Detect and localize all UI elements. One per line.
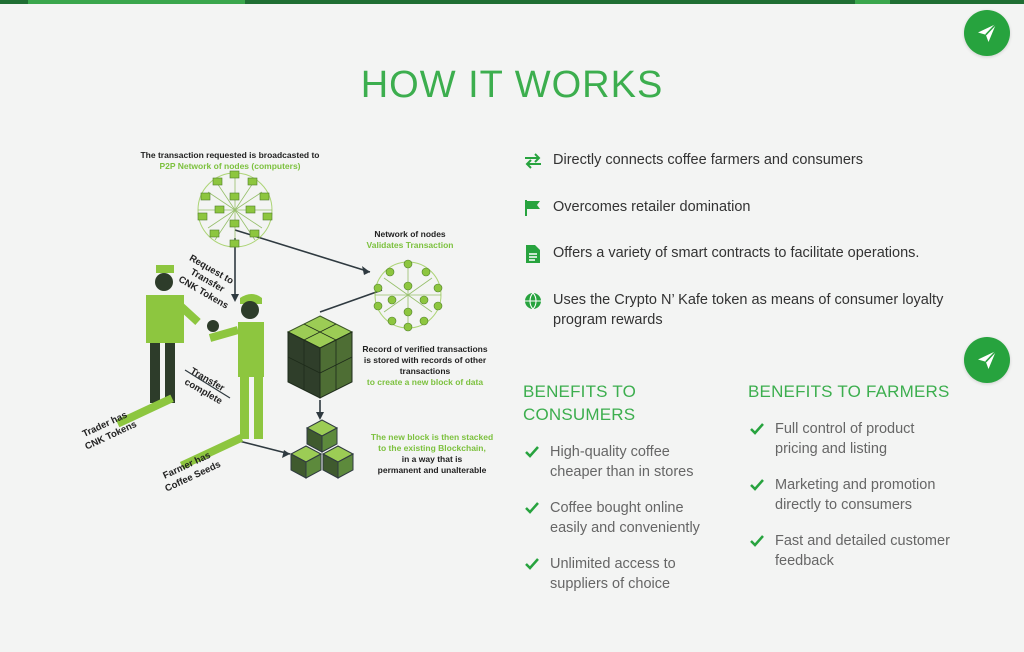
- record-text-1: Record of verified transactions: [362, 344, 487, 354]
- check-icon: [525, 446, 539, 458]
- globe-icon: [522, 290, 544, 312]
- farmers-heading: BENEFITS TO FARMERS: [748, 382, 950, 401]
- farmer-benefit-item: Full control of product pricing and list…: [749, 419, 959, 459]
- top-bar-segment-left: [0, 0, 28, 4]
- page-title: HOW IT WORKS: [360, 64, 664, 106]
- benefit-text: Coffee bought online easily and convenie…: [550, 500, 700, 536]
- p2p-network-globe: [197, 170, 273, 248]
- check-icon: [750, 479, 764, 491]
- send-button-top[interactable]: [964, 10, 1010, 56]
- feature-item: Directly connects coffee farmers and con…: [522, 150, 962, 172]
- flag-icon: [522, 197, 544, 219]
- validate-text-1: Network of nodes: [374, 229, 446, 239]
- stack-text-4: permanent and unalterable: [378, 465, 487, 475]
- check-icon: [525, 502, 539, 514]
- check-icon: [750, 535, 764, 547]
- feature-item: Overcomes retailer domination: [522, 197, 962, 219]
- farmer-figure: [208, 294, 264, 439]
- consumers-heading: BENEFITS TO CONSUMERS: [523, 382, 637, 424]
- check-icon: [750, 423, 764, 435]
- benefit-text: High-quality coffee cheaper than in stor…: [550, 444, 694, 480]
- top-bar-segment-middle: [245, 0, 855, 4]
- consumer-benefit-item: Unlimited access to suppliers of choice: [524, 554, 724, 594]
- paper-plane-icon: [978, 23, 997, 42]
- trader-figure: [146, 265, 201, 403]
- check-icon: [525, 558, 539, 570]
- data-block-cube: [286, 315, 354, 399]
- benefit-text: Unlimited access to suppliers of choice: [550, 556, 676, 592]
- feature-item: Offers a variety of smart contracts to f…: [522, 243, 962, 265]
- record-text-2: is stored with records of other: [364, 355, 487, 365]
- coin-icon: [207, 320, 219, 332]
- farmer-benefit-item: Fast and detailed customer feedback: [749, 531, 959, 571]
- farmer-benefit-item: Marketing and promotion directly to cons…: [749, 475, 959, 515]
- broadcast-text-1: The transaction requested is broadcasted…: [140, 150, 319, 160]
- consumer-benefit-item: High-quality coffee cheaper than in stor…: [524, 442, 724, 482]
- benefit-text: Full control of product pricing and list…: [775, 421, 915, 457]
- arrow-head: [362, 266, 370, 275]
- stack-text-1: The new block is then stacked: [371, 432, 493, 442]
- broadcast-text-2: P2P Network of nodes (computers): [159, 161, 300, 171]
- exchange-arrows-icon: [522, 150, 544, 172]
- top-bar-segment-right: [890, 0, 1024, 4]
- consumer-benefit-item: Coffee bought online easily and convenie…: [524, 498, 724, 538]
- paper-plane-icon: [978, 350, 997, 369]
- top-accent-bar: [0, 0, 1024, 4]
- stack-text-3: in a way that is: [402, 454, 463, 464]
- feature-text: Directly connects coffee farmers and con…: [553, 152, 864, 168]
- record-text-3: transactions: [400, 366, 451, 376]
- benefit-text: Fast and detailed customer feedback: [775, 533, 950, 569]
- validate-text-2: Validates Transaction: [367, 240, 454, 250]
- send-button-bottom[interactable]: [964, 337, 1010, 383]
- arrow-head: [316, 412, 324, 420]
- arrow-head: [231, 294, 239, 302]
- stack-text-2: to the existing Blockchain,: [378, 443, 486, 453]
- arrow-head: [282, 450, 290, 458]
- blockchain-diagram: The transaction requested is broadcasted…: [81, 150, 493, 494]
- transfer-line: [184, 369, 231, 399]
- feature-text: Uses the Crypto N’ Kafe token as means o…: [553, 292, 944, 328]
- blockchain-blocks: [289, 419, 355, 479]
- benefit-text: Marketing and promotion directly to cons…: [775, 477, 936, 513]
- record-text-4: to create a new block of data: [367, 377, 483, 387]
- farmer-label-bar: [180, 434, 244, 470]
- feature-text: Overcomes retailer domination: [553, 199, 751, 215]
- document-icon: [522, 243, 544, 265]
- validating-nodes-globe: [373, 259, 443, 332]
- feature-text: Offers a variety of smart contracts to f…: [553, 245, 920, 261]
- trader-label-bar: [115, 394, 174, 428]
- feature-item: Uses the Crypto N’ Kafe token as means o…: [522, 290, 962, 330]
